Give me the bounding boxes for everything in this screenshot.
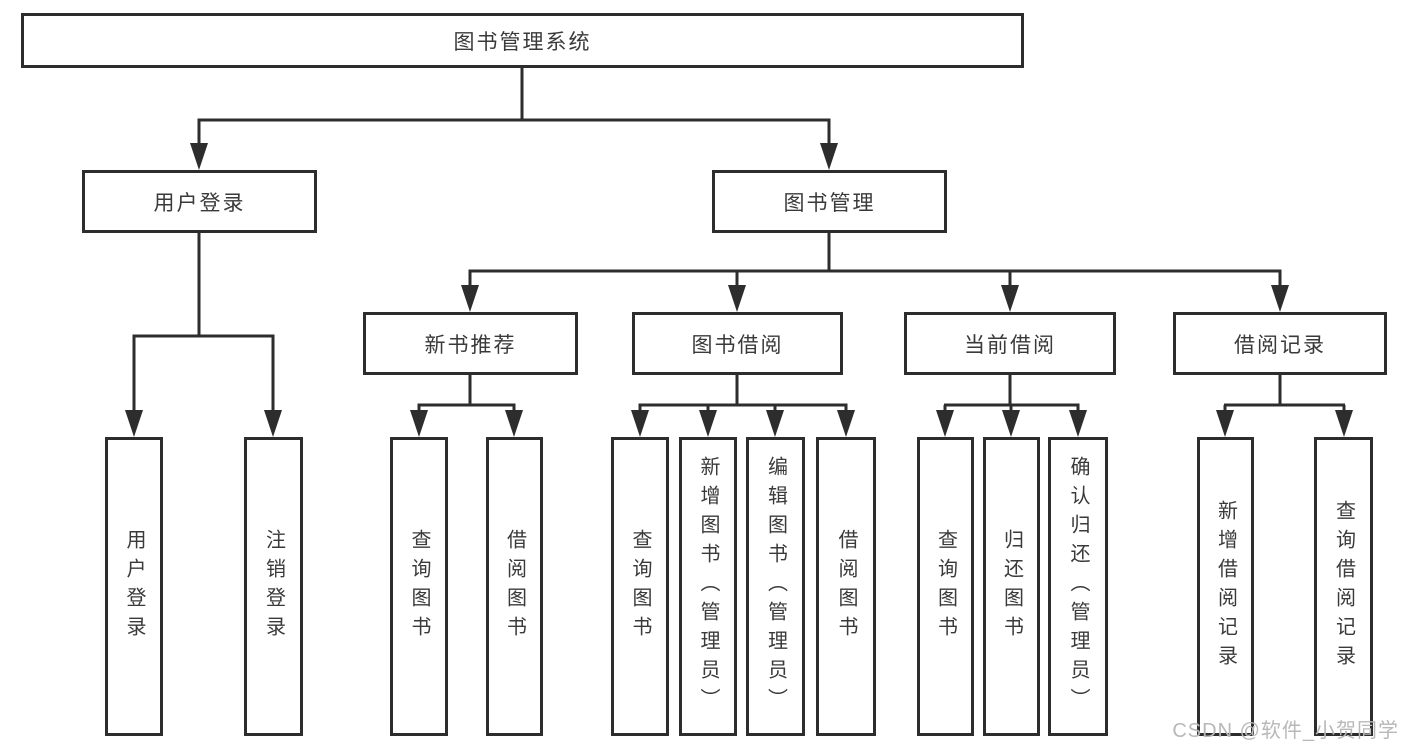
leaf-borrow-add-book-admin: 新增图书（管理员）	[679, 437, 737, 736]
leaf-records-query-record: 查询借阅记录	[1314, 437, 1373, 736]
node-root: 图书管理系统	[21, 13, 1024, 68]
leaf-borrow-borrow-book: 借阅图书	[816, 437, 876, 736]
connector-borrow-records-to-leaves	[1216, 375, 1353, 437]
leaf-records-add-record: 新增借阅记录	[1197, 437, 1254, 736]
leaf-current-return-book: 归还图书	[983, 437, 1040, 736]
leaf-recommend-borrow-book: 借阅图书	[486, 437, 543, 736]
connector-book-borrow-to-leaves	[631, 375, 855, 437]
leaf-logout-login: 注销登录	[244, 437, 303, 736]
connector-user-login-to-leaves	[125, 233, 282, 437]
leaf-recommend-query-book: 查询图书	[390, 437, 448, 736]
connector-current-borrow-to-leaves	[936, 375, 1087, 437]
connector-book-management-to-level3	[461, 233, 1289, 312]
leaf-borrow-edit-book-admin: 编辑图书（管理员）	[746, 437, 805, 736]
node-user-login: 用户登录	[82, 170, 317, 233]
leaf-current-query-book: 查询图书	[917, 437, 974, 736]
node-current-borrowing: 当前借阅	[904, 312, 1116, 375]
leaf-current-confirm-return-admin: 确认归还（管理员）	[1048, 437, 1108, 736]
node-new-book-recommendation: 新书推荐	[363, 312, 578, 375]
connector-root-to-level2	[190, 68, 838, 170]
node-book-management: 图书管理	[712, 170, 947, 233]
leaf-user-login: 用户登录	[105, 437, 163, 736]
node-book-borrowing: 图书借阅	[632, 312, 843, 375]
node-borrow-records: 借阅记录	[1173, 312, 1387, 375]
csdn-watermark: CSDN @软件_小贺同学	[1172, 720, 1399, 742]
leaf-borrow-query-book: 查询图书	[611, 437, 669, 736]
connector-new-book-to-leaves	[410, 375, 523, 437]
